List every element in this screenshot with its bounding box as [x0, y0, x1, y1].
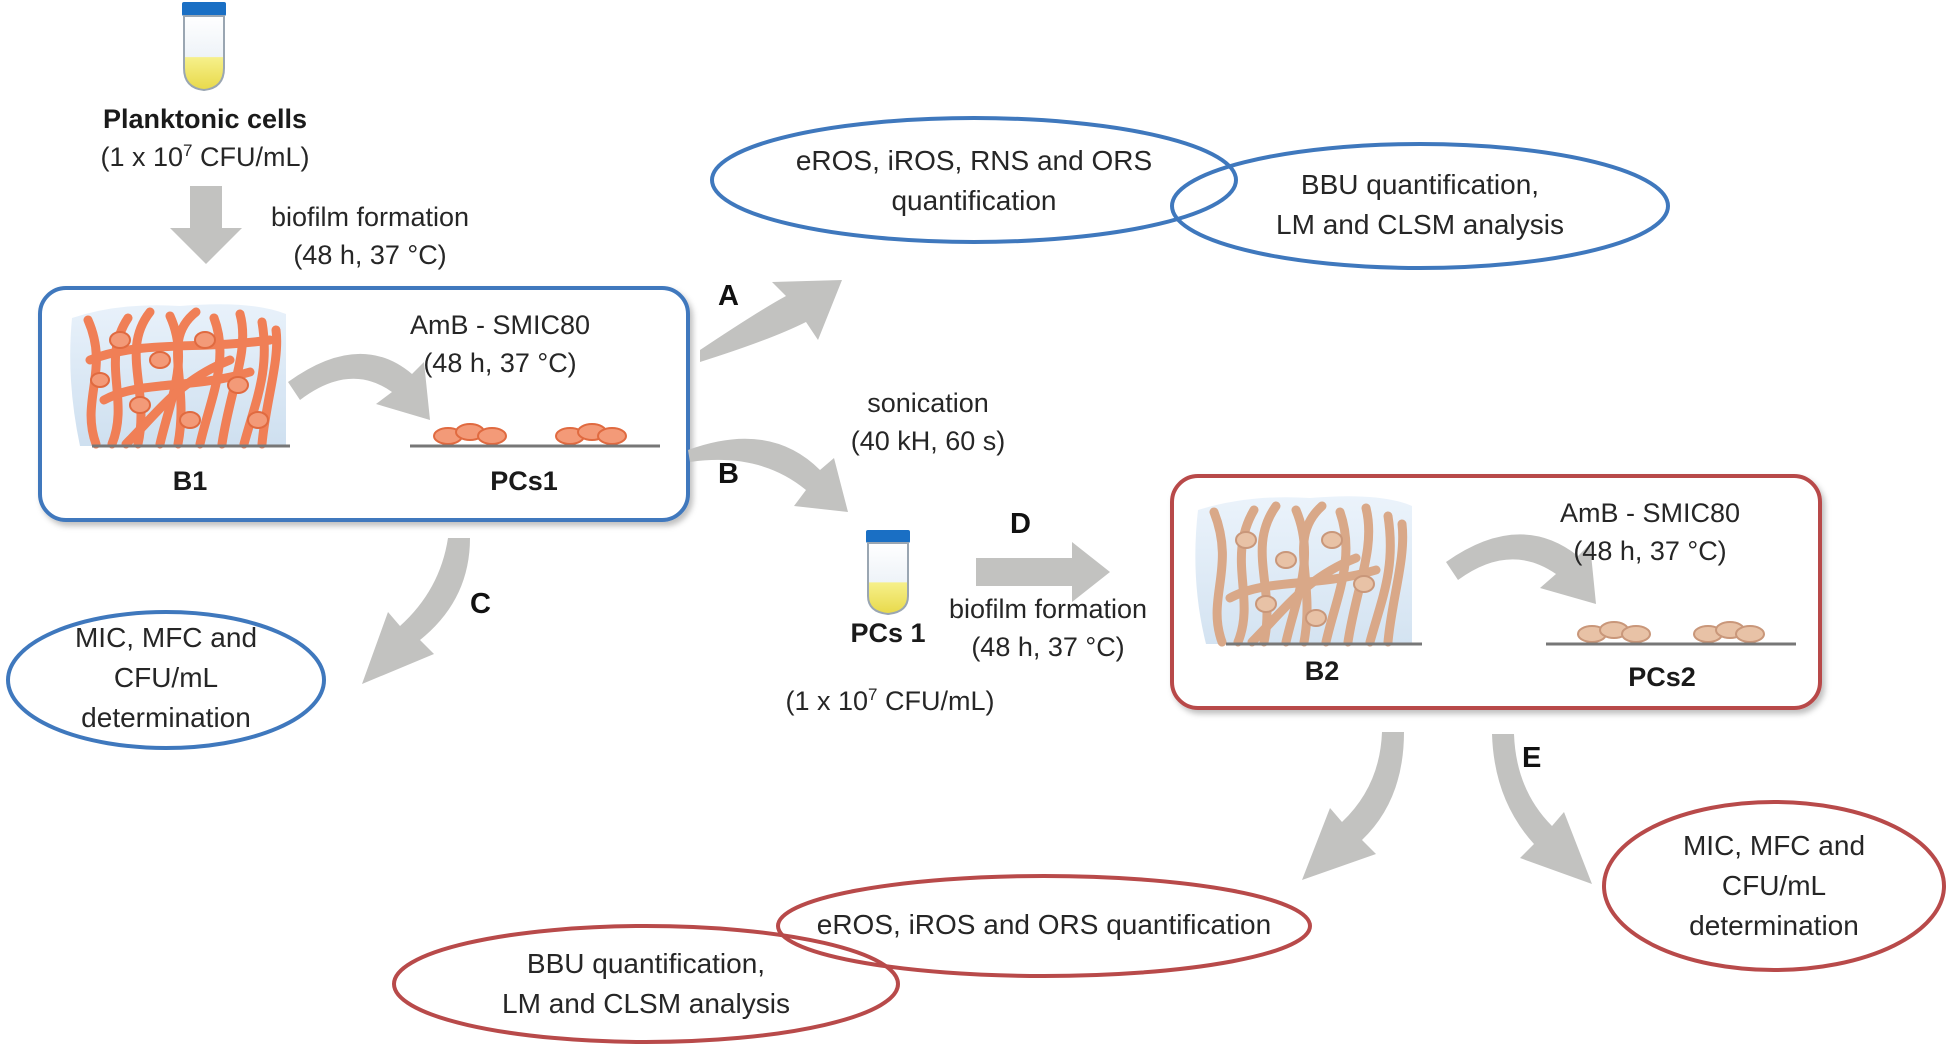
- pcs-tube-concentration: (1 x 107 CFU/mL): [785, 685, 995, 716]
- box2-label-pcs2: PCs2: [1628, 662, 1696, 692]
- box1-label-pcs1: PCs1: [490, 466, 558, 496]
- oval-mic-blue-line3: determination: [81, 702, 251, 733]
- arrow-b: [688, 438, 848, 512]
- letter-e: E: [1522, 742, 1542, 774]
- box2-treatment-line2: (48 h, 37 °C): [1573, 536, 1727, 566]
- oval-mic-blue: [6, 610, 326, 750]
- biofilm-b2-illustration: [1195, 496, 1422, 647]
- box1-treatment-line1: AmB - SMIC80: [409, 310, 591, 340]
- oval-bbu-blue-line1: BBU quantification,: [1300, 169, 1540, 200]
- pcs-tube-title: PCs 1: [850, 618, 926, 648]
- persister-cells-pcs1-illustration: [410, 423, 660, 448]
- letter-b: B: [718, 458, 739, 490]
- oval-ros-blue-line1: eROS, iROS, RNS and ORS: [795, 145, 1153, 176]
- oval-bbu-red: [392, 924, 900, 1044]
- oval-bbu-red-line2: LM and CLSM analysis: [502, 988, 790, 1019]
- biofilm-b1-illustration: [70, 304, 290, 449]
- box1-treatment-line2: (48 h, 37 °C): [423, 348, 577, 378]
- planktonic-title: Planktonic cells: [102, 104, 308, 134]
- biofilm-formation-1-line2: (48 h, 37 °C): [293, 240, 447, 270]
- oval-bbu-red-line1: BBU quantification,: [526, 948, 766, 979]
- treatment-arrow-box1: [288, 353, 430, 420]
- biofilm-formation-2-line2: (48 h, 37 °C): [971, 632, 1125, 662]
- oval-bbu-blue-line2: LM and CLSM analysis: [1276, 209, 1564, 240]
- sonication-line1: sonication: [867, 388, 989, 418]
- tube-icon-planktonic: [182, 2, 226, 92]
- oval-ros-blue-line2: quantification: [891, 185, 1057, 216]
- biofilm-formation-2-line1: biofilm formation: [948, 594, 1148, 624]
- box2-treatment-line1: AmB - SMIC80: [1559, 498, 1741, 528]
- oval-mic-red: [1602, 800, 1946, 972]
- oval-ros-red-line1: eROS, iROS and ORS quantification: [816, 909, 1272, 940]
- box1-label-b1: B1: [172, 466, 208, 496]
- treatment-arrow-box2: [1446, 534, 1596, 604]
- arrow-e-left: [1302, 732, 1404, 880]
- persister-cells-pcs2-illustration: [1546, 621, 1796, 646]
- box2-label-b2: B2: [1304, 656, 1340, 686]
- biofilm-formation-arrow: [170, 186, 242, 264]
- letter-d: D: [1010, 508, 1031, 540]
- oval-bbu-blue: [1170, 142, 1670, 270]
- planktonic-concentration: (1 x 107 CFU/mL): [100, 141, 310, 172]
- oval-mic-red-line3: determination: [1689, 910, 1859, 941]
- letter-c: C: [470, 588, 491, 620]
- sonication-line2: (40 kH, 60 s): [850, 426, 1006, 456]
- biofilm-formation-1-line1: biofilm formation: [270, 202, 470, 232]
- arrow-d: [976, 542, 1110, 602]
- arrow-a: [700, 280, 842, 362]
- arrow-e-right: [1492, 734, 1592, 884]
- letter-a: A: [718, 280, 739, 312]
- oval-mic-blue-line1: MIC, MFC and: [74, 622, 258, 653]
- tube-icon-pcs1: [866, 530, 910, 616]
- oval-ros-red: [776, 874, 1312, 978]
- oval-mic-red-line2: CFU/mL: [1721, 870, 1827, 901]
- arrow-c: [362, 538, 470, 684]
- oval-mic-red-line1: MIC, MFC and: [1682, 830, 1866, 861]
- oval-ros-blue: [710, 116, 1238, 244]
- oval-mic-blue-line2: CFU/mL: [113, 662, 219, 693]
